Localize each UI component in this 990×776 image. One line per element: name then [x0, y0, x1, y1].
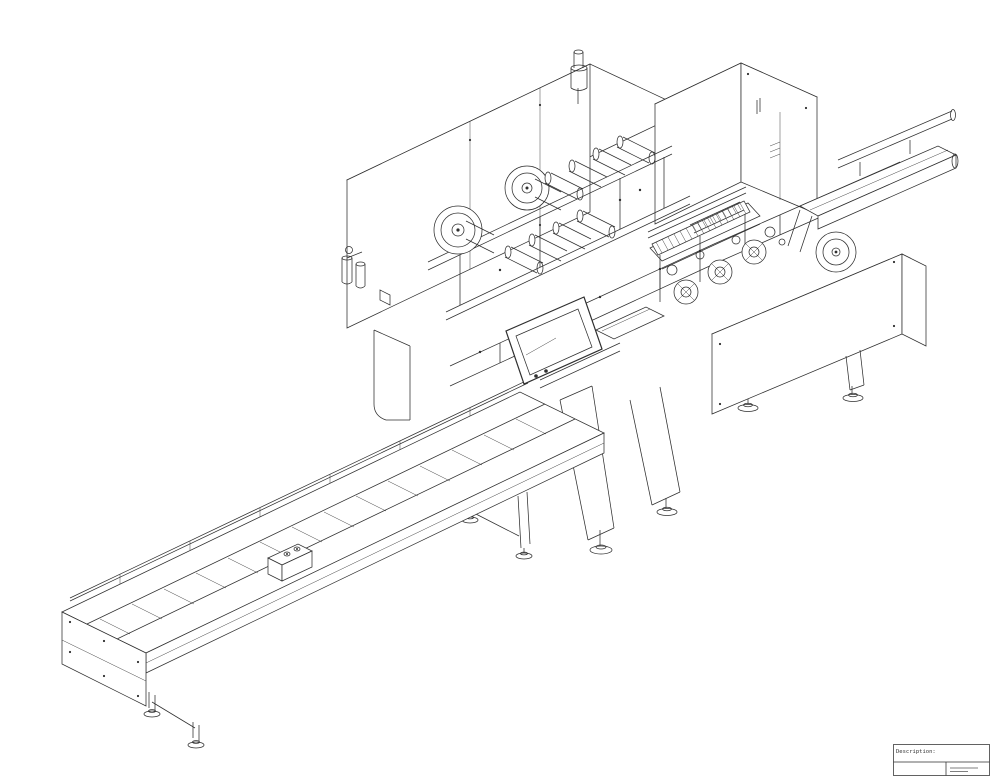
- hmi-button: [544, 369, 548, 373]
- tension-spring: [689, 201, 745, 234]
- jog-control-box: [267, 543, 313, 582]
- support-bracket: [787, 209, 813, 253]
- conveyor-bed: [61, 391, 605, 654]
- sealing-head: [647, 186, 786, 305]
- film-reel-disc: [433, 205, 495, 255]
- rear-cabinet-left: [341, 63, 689, 421]
- drive-chain: [655, 202, 747, 254]
- film-reel-disc: [504, 165, 562, 211]
- signal-beacon: [570, 49, 588, 104]
- conveyor-end-box: [61, 611, 147, 707]
- push-button: [283, 551, 291, 557]
- title-block: Description:: [893, 744, 990, 776]
- crimper-wheels: [673, 239, 767, 305]
- door-handle: [756, 98, 761, 114]
- infeed-guide-rails: [539, 342, 621, 389]
- rear-cabinet-right: [654, 62, 818, 225]
- upper-guide: [837, 110, 953, 176]
- infeed-conveyor: [61, 379, 605, 707]
- push-button: [293, 546, 301, 552]
- end-roller: [951, 153, 959, 169]
- hmi-panel: [505, 296, 603, 385]
- hmi-bezel: [505, 296, 603, 385]
- forming-plate: [595, 306, 665, 340]
- machine-legs: [559, 349, 865, 555]
- vent-louvers: [769, 141, 781, 159]
- hmi-screen: [515, 308, 593, 376]
- film-reel-unit: [427, 135, 691, 321]
- title-block-description-label: Description:: [896, 749, 936, 755]
- wall-junction-box: [379, 289, 391, 306]
- film-rollers: [504, 135, 656, 275]
- air-service-unit: [341, 246, 366, 289]
- discharge-conveyor: [787, 109, 959, 253]
- hmi-button: [534, 374, 538, 378]
- title-block-fine-print: [950, 767, 978, 772]
- outfeed-cabinet: [711, 231, 927, 415]
- pulley-cover: [815, 231, 857, 273]
- far-guide-rail: [69, 379, 529, 602]
- belt-slats: [99, 418, 547, 635]
